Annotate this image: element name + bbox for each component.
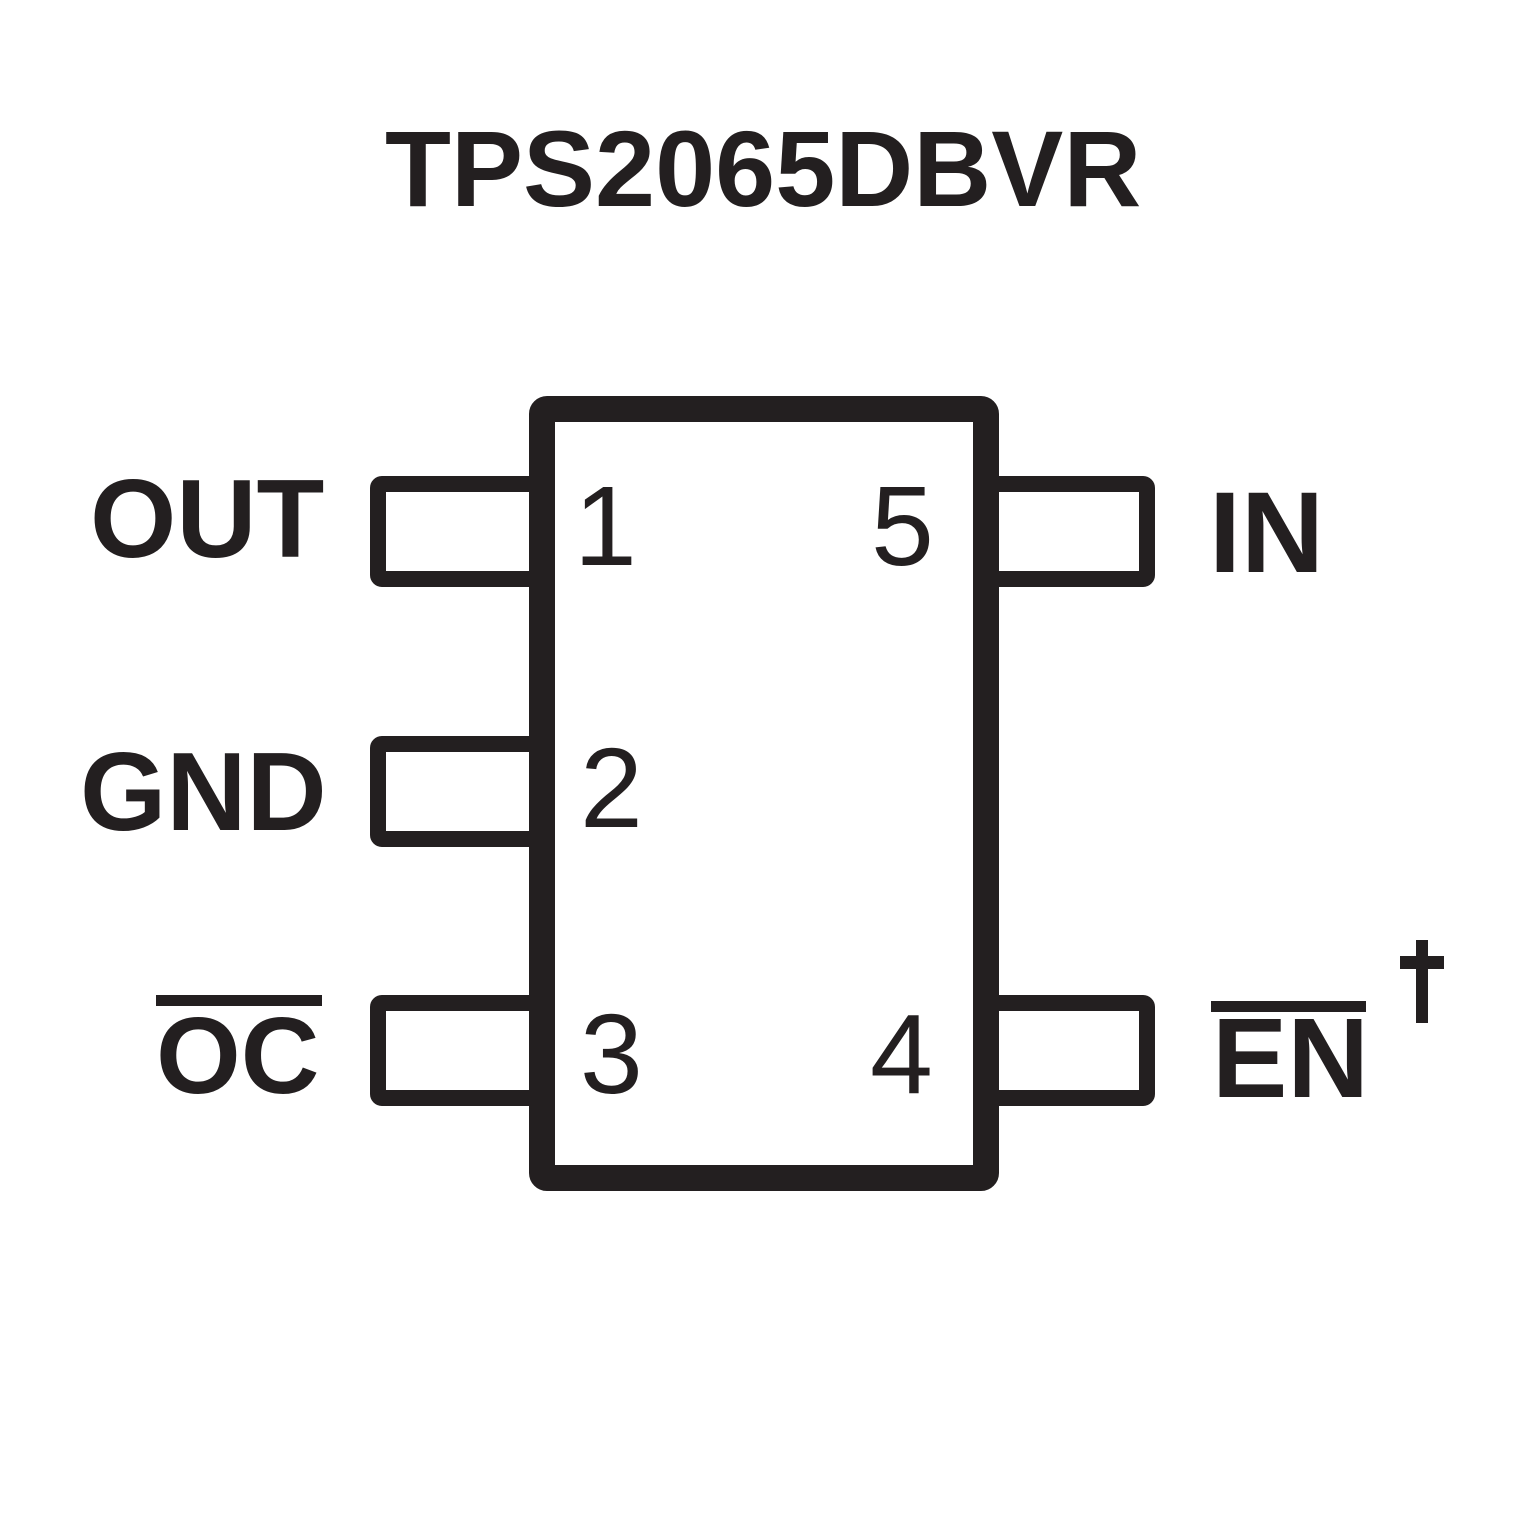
- svg-text:3: 3: [580, 991, 643, 1117]
- svg-text:5: 5: [871, 463, 934, 589]
- svg-text:OC: OC: [156, 995, 320, 1117]
- svg-text:IN: IN: [1209, 469, 1324, 597]
- svg-text:4: 4: [870, 991, 933, 1117]
- svg-text:2: 2: [580, 725, 643, 851]
- svg-text:OUT: OUT: [90, 457, 324, 581]
- svg-text:1: 1: [574, 463, 637, 589]
- svg-text:GND: GND: [80, 730, 327, 854]
- svg-text:TPS2065DBVR: TPS2065DBVR: [385, 108, 1141, 229]
- svg-text:EN: EN: [1212, 995, 1369, 1121]
